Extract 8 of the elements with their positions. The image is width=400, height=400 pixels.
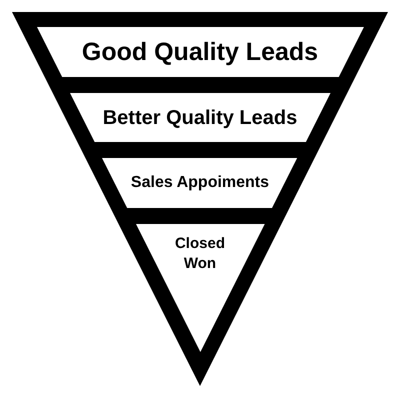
- funnel-stage: [36, 27, 364, 77]
- stage-label: Good Quality Leads: [82, 36, 318, 68]
- stage-label: Closed Won: [174, 234, 226, 273]
- stage-label: Sales Appoiments: [130, 172, 270, 193]
- funnel-stage: [70, 93, 330, 142]
- funnel-stage: [102, 158, 298, 208]
- funnel-stage: [136, 224, 264, 352]
- stage-label: Better Quality Leads: [102, 106, 298, 130]
